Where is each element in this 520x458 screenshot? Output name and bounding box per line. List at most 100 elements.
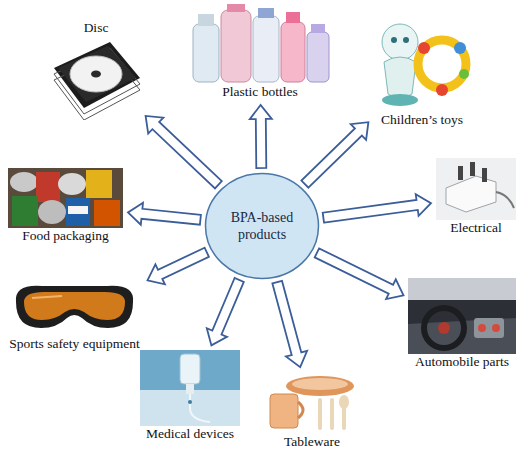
toys-picture-part: [382, 24, 418, 60]
picture-slot: [262, 372, 362, 434]
tableware-picture: [262, 372, 362, 434]
product-label: Medical devices: [140, 426, 240, 442]
bottles-picture-part: [221, 10, 251, 82]
tableware-picture-part: [270, 394, 298, 428]
toys-picture-part: [459, 69, 469, 79]
block-arrow: [323, 194, 431, 223]
cans-picture-part: [58, 173, 86, 195]
product-label: Sports safety equipment: [6, 336, 143, 352]
disc-picture-part: [54, 54, 140, 120]
block-arrow: [301, 122, 368, 188]
product-label: Disc: [50, 20, 142, 36]
cans-picture-part: [36, 172, 60, 202]
bottles-picture-part: [281, 22, 305, 82]
goggles-picture: [12, 278, 137, 336]
iv-drip-picture-part: [186, 384, 194, 394]
iv-drip-picture-part: [140, 390, 240, 426]
product-label: Children’s toys: [372, 112, 472, 128]
cans-picture-part: [86, 170, 112, 198]
disc-picture: [50, 38, 142, 120]
tableware-picture-part: [292, 378, 348, 390]
block-arrow: [146, 116, 222, 188]
picture-slot: [6, 278, 143, 336]
hub-ellipse: [206, 174, 319, 279]
plug-picture-part: [436, 158, 516, 220]
car-interior-picture-part: [474, 318, 504, 338]
product-item: Plastic bottles: [185, 2, 335, 100]
cans-picture-part: [10, 172, 38, 192]
product-label: Plastic bottles: [185, 84, 335, 100]
car-interior-picture-part: [424, 308, 464, 348]
toys-picture-part: [391, 37, 397, 43]
car-interior-picture-part: [408, 278, 516, 300]
goggles-picture-part: [16, 286, 133, 328]
product-item: Disc: [50, 20, 142, 118]
cans-picture-part: [12, 196, 38, 226]
toys-picture: [372, 12, 472, 112]
product-item: Electrical: [436, 158, 516, 236]
goggles-picture-part: [32, 296, 62, 298]
picture-slot: [436, 158, 516, 220]
bottles-picture-part: [311, 24, 325, 33]
bottles-picture-part: [193, 24, 219, 82]
tableware-picture-part: [342, 406, 346, 430]
product-item: Tableware: [262, 372, 362, 450]
hub-outline: [204, 172, 320, 280]
block-arrow: [148, 248, 209, 285]
disc-picture-part: [58, 46, 136, 102]
product-item: Sports safety equipment: [6, 278, 143, 352]
car-interior-picture-part: [438, 322, 450, 334]
block-arrow: [250, 105, 272, 168]
bottles-picture-part: [307, 32, 329, 82]
plug-picture-part: [470, 162, 475, 176]
picture-slot: [185, 2, 335, 84]
toys-picture-part: [403, 37, 409, 43]
picture-slot: [8, 168, 123, 228]
tableware-picture-part: [318, 398, 322, 430]
cans-picture-part: [38, 200, 66, 224]
product-item: Automobile parts: [408, 278, 516, 370]
product-item: Food packaging: [8, 168, 123, 244]
disc-picture-part: [54, 42, 140, 108]
cans-picture-part: [66, 198, 90, 226]
tableware-picture-part: [286, 376, 354, 396]
block-arrow: [207, 278, 244, 345]
toys-picture-part: [384, 57, 416, 98]
picture-slot: [408, 278, 516, 354]
picture-slot: [140, 350, 240, 426]
cans-picture-part: [8, 168, 123, 228]
bottles-picture: [185, 2, 335, 84]
toys-picture-part: [454, 42, 466, 54]
bottles-picture-part: [258, 8, 274, 18]
toys-picture-part: [418, 40, 466, 88]
plug-picture-part: [458, 166, 463, 180]
plug-picture: [436, 158, 516, 220]
toys-picture-part: [382, 94, 418, 106]
picture-slot: [372, 12, 472, 112]
bottles-picture-part: [198, 14, 214, 26]
cans-picture-part: [68, 206, 88, 214]
product-label: Tableware: [262, 434, 362, 450]
iv-drip-picture-part: [140, 350, 240, 426]
hub-label: BPA-based products: [220, 209, 304, 243]
car-interior-picture: [408, 278, 516, 354]
tableware-picture-part: [298, 402, 303, 418]
plug-picture-part: [482, 168, 487, 182]
product-label: Electrical: [436, 220, 516, 236]
plug-picture-part: [496, 192, 514, 208]
product-item: Medical devices: [140, 350, 240, 442]
block-arrow: [128, 203, 201, 225]
product-item: Children’s toys: [372, 12, 472, 128]
hub-circle: BPA-based products: [204, 172, 320, 280]
goggles-picture-part: [24, 292, 125, 320]
toys-picture-part: [436, 84, 448, 96]
iv-drip-picture: [140, 350, 240, 426]
cans-picture-part: [94, 200, 120, 226]
product-label: Food packaging: [8, 228, 123, 244]
picture-slot: [50, 36, 142, 118]
bottles-picture-part: [253, 16, 279, 82]
disc-picture-part: [91, 71, 101, 78]
toys-picture-part: [418, 42, 430, 54]
iv-drip-picture-part: [188, 400, 192, 404]
